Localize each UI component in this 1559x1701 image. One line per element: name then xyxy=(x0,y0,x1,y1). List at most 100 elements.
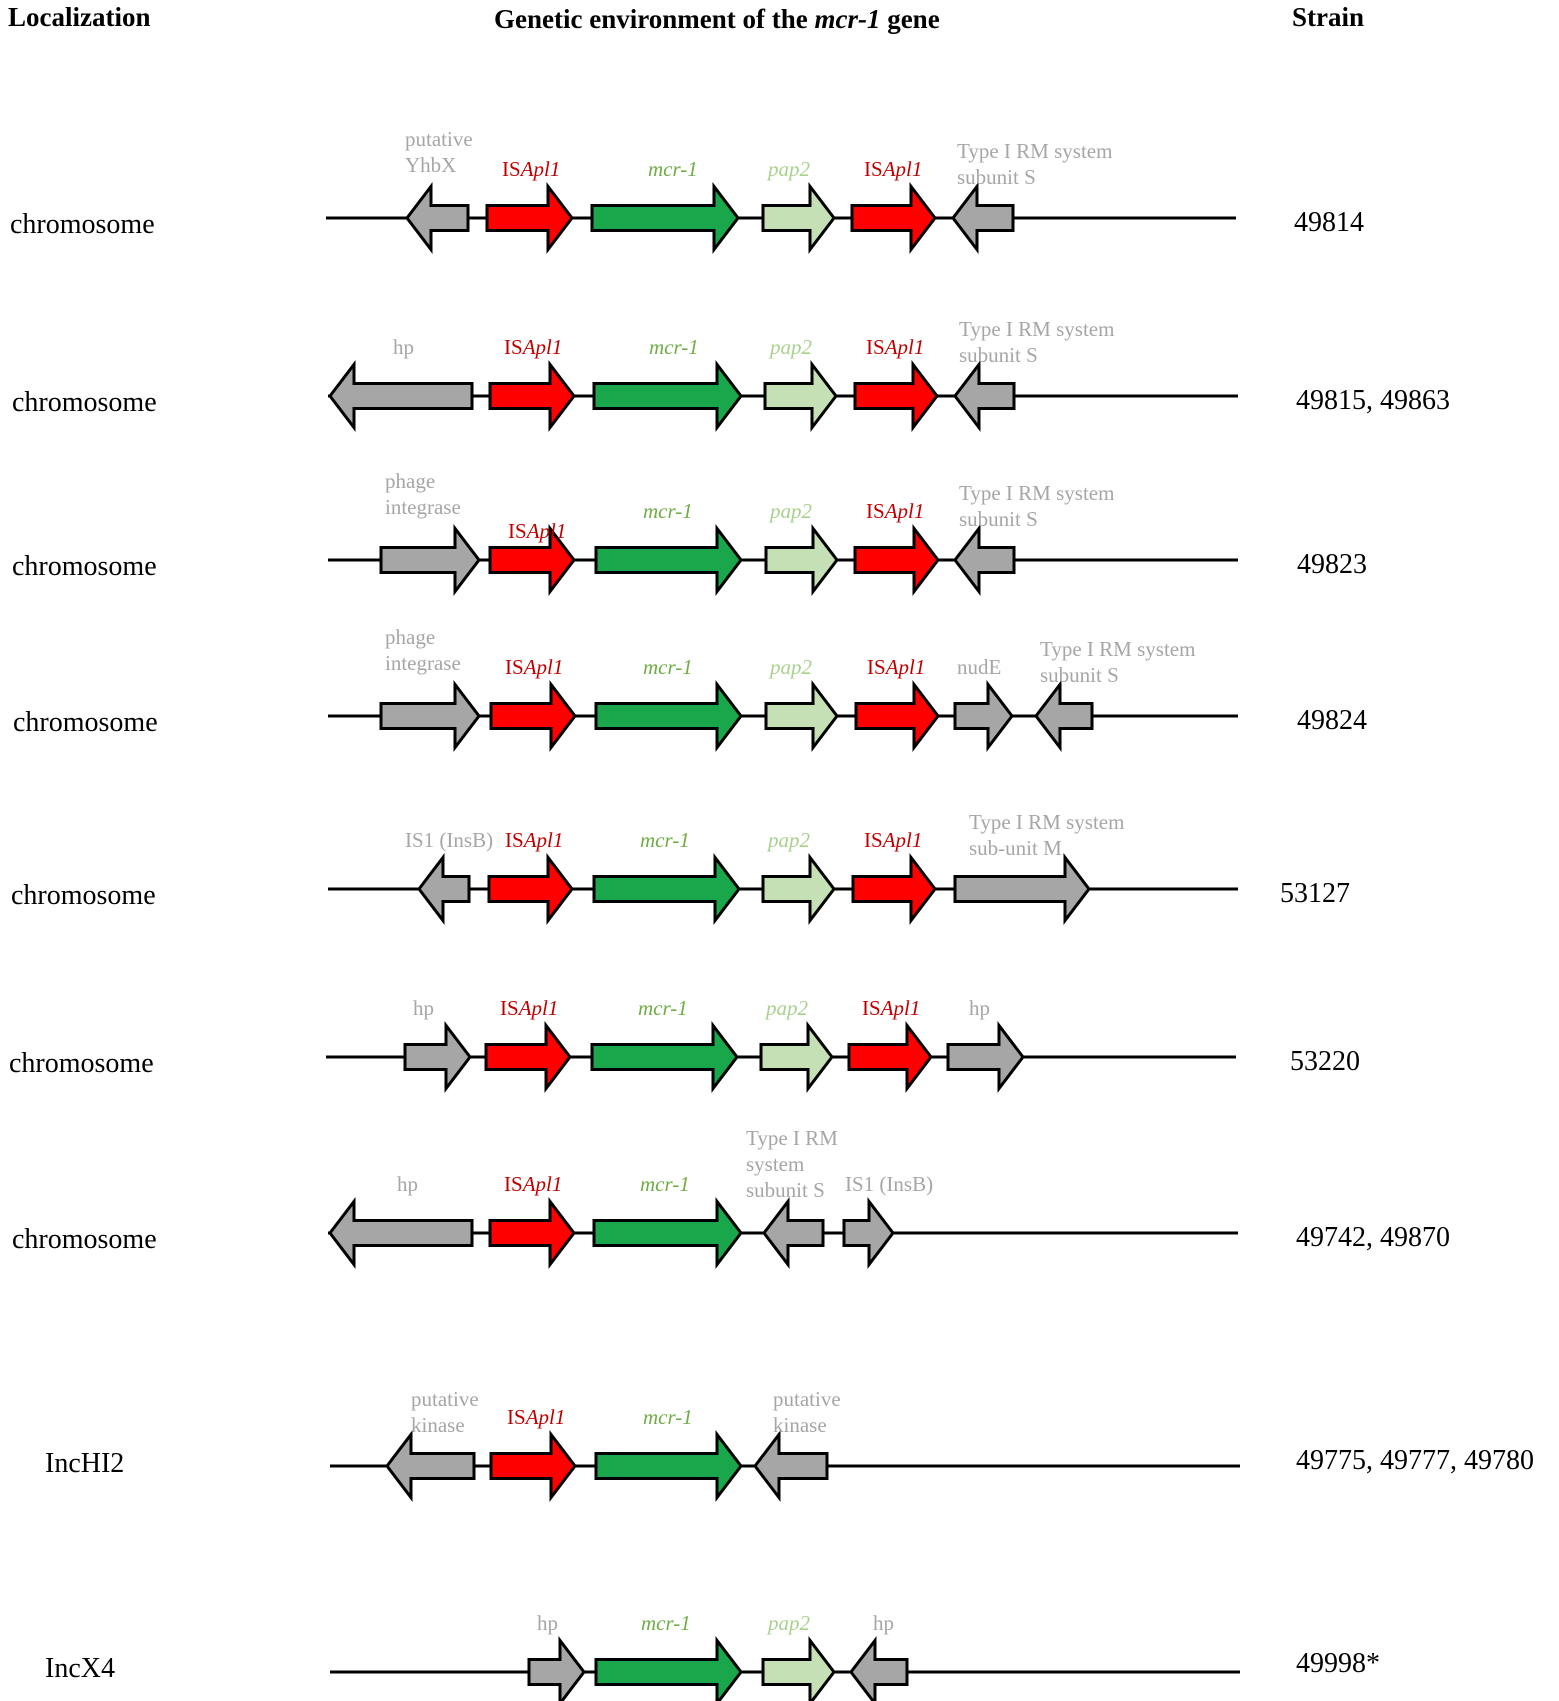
gene-label-isapl1: ISApl1 xyxy=(505,828,563,852)
gene-label-is1-insb: IS1 (InsB) xyxy=(405,828,493,852)
strain-label: 49815, 49863 xyxy=(1296,385,1450,416)
gene-label-pap2: pap2 xyxy=(768,655,813,679)
gene-label-mcr-1: mcr-1 xyxy=(649,335,699,359)
header-env-gene: mcr-1 xyxy=(814,4,880,34)
gene-arrow-putative-kinase xyxy=(753,1430,829,1502)
header-env-suffix: gene xyxy=(880,4,939,34)
gene-label-isapl1: ISApl1 xyxy=(504,1172,562,1196)
gene-arrow-isapl1 xyxy=(487,853,574,925)
gene-arrow-mcr-1 xyxy=(590,182,740,254)
gene-label-pap2: pap2 xyxy=(766,157,811,181)
label-part-italic: Apl1 xyxy=(524,1405,566,1429)
gene-label-type-i-rm-system-subunit-s: Type I RM xyxy=(746,1126,838,1150)
gene-arrow-hp xyxy=(328,360,474,432)
strain-label: 49823 xyxy=(1297,549,1367,580)
gene-label-hp: hp xyxy=(873,1611,894,1635)
gene-arrow-isapl1 xyxy=(488,1197,576,1269)
gene-label-putative-kinase: putative xyxy=(411,1387,479,1411)
gene-label-hp: hp xyxy=(393,335,414,359)
gene-arrow-pap2 xyxy=(764,524,839,596)
label-part: IS xyxy=(867,655,886,679)
localization-label: chromosome xyxy=(12,551,157,582)
gene-label-mcr-1: mcr-1 xyxy=(640,828,690,852)
gene-arrow-isapl1 xyxy=(485,182,574,254)
gene-label-isapl1: ISApl1 xyxy=(866,499,924,523)
gene-label-isapl1: ISApl1 xyxy=(864,157,922,181)
gene-label-isapl1: ISApl1 xyxy=(862,996,920,1020)
gene-arrow-isapl1 xyxy=(484,1021,572,1093)
label-part-italic: Apl1 xyxy=(883,335,925,359)
label-part: IS xyxy=(862,996,881,1020)
gene-label-putative-yhbx: YhbX xyxy=(405,153,456,177)
header-localization: Localization xyxy=(8,2,151,32)
localization-label: chromosome xyxy=(11,880,156,911)
gene-label-type-i-rm-system-subunit-s: Type I RM system xyxy=(959,317,1114,341)
gene-arrow-mcr-1 xyxy=(594,680,743,752)
strain-label: 49742, 49870 xyxy=(1296,1222,1450,1253)
gene-label-is1-insb: IS1 (InsB) xyxy=(845,1172,933,1196)
gene-arrow-pap2 xyxy=(761,853,836,925)
label-part: IS xyxy=(866,335,885,359)
gene-label-isapl1: ISApl1 xyxy=(507,1405,565,1429)
gene-arrow-phage-integrase xyxy=(379,524,481,596)
gene-arrow-isapl1 xyxy=(847,1021,933,1093)
gene-label-pap2: pap2 xyxy=(764,996,809,1020)
label-part: IS xyxy=(508,519,527,543)
localization-label: chromosome xyxy=(13,707,158,738)
gene-label-pap2: pap2 xyxy=(766,1611,811,1635)
label-part: IS xyxy=(864,157,883,181)
gene-arrow-putative-yhbx xyxy=(405,182,470,254)
gene-label-type-i-rm-system-subunit-s: subunit S xyxy=(746,1178,825,1202)
gene-arrow-isapl1 xyxy=(489,680,577,752)
label-part: IS xyxy=(507,1405,526,1429)
localization-label: chromosome xyxy=(12,1224,157,1255)
gene-label-isapl1: ISApl1 xyxy=(502,157,560,181)
gene-label-nude: nudE xyxy=(957,655,1001,679)
gene-arrow-type-i-rm-system-subunit-s xyxy=(953,524,1016,596)
gene-label-type-i-rm-system-sub-unit-m: Type I RM system xyxy=(969,810,1124,834)
gene-label-type-i-rm-system-sub-unit-m: sub-unit M xyxy=(969,836,1062,860)
localization-label: chromosome xyxy=(9,1048,154,1079)
strain-label: 53220 xyxy=(1290,1046,1360,1077)
gene-arrow-pap2 xyxy=(764,680,839,752)
gene-arrow-mcr-1 xyxy=(592,1197,743,1269)
header-genetic-environment: Genetic environment of the mcr-1 gene xyxy=(494,4,940,34)
gene-label-mcr-1: mcr-1 xyxy=(648,157,698,181)
label-part-italic: Apl1 xyxy=(522,828,564,852)
gene-arrow-isapl1 xyxy=(854,680,940,752)
gene-arrow-hp xyxy=(328,1197,474,1269)
label-part: IS xyxy=(505,655,524,679)
gene-arrow-type-i-rm-system-subunit-s xyxy=(1034,680,1094,752)
label-part: IS xyxy=(504,1172,523,1196)
gene-label-mcr-1: mcr-1 xyxy=(638,996,688,1020)
gene-arrow-nude xyxy=(953,680,1014,752)
label-part: IS xyxy=(864,828,883,852)
gene-label-mcr-1: mcr-1 xyxy=(643,1405,693,1429)
gene-label-type-i-rm-system-subunit-s: subunit S xyxy=(959,507,1038,531)
gene-arrow-hp xyxy=(403,1021,472,1093)
gene-arrow-isapl1 xyxy=(853,360,939,432)
gene-label-hp: hp xyxy=(969,996,990,1020)
gene-label-phage-integrase: phage xyxy=(385,625,435,649)
gene-label-mcr-1: mcr-1 xyxy=(643,499,693,523)
header-strain: Strain xyxy=(1292,2,1364,32)
label-part-italic: Apl1 xyxy=(884,655,926,679)
gene-label-phage-integrase: integrase xyxy=(385,495,461,519)
gene-label-isapl1: ISApl1 xyxy=(864,828,922,852)
localization-label: chromosome xyxy=(12,387,157,418)
label-part-italic: Apl1 xyxy=(883,499,925,523)
label-part-italic: Apl1 xyxy=(525,519,567,543)
label-part: IS xyxy=(505,828,524,852)
gene-arrow-is1-insb xyxy=(842,1197,895,1269)
gene-label-isapl1: ISApl1 xyxy=(866,335,924,359)
localization-label: IncHI2 xyxy=(45,1448,124,1479)
gene-arrow-type-i-rm-system-subunit-s xyxy=(951,182,1015,254)
